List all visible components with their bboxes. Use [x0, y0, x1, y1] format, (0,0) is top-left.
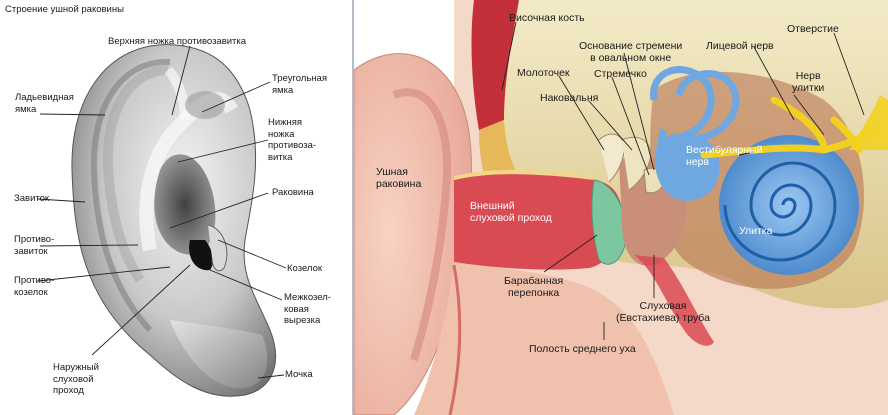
label-antihelix: Противо-завиток	[14, 234, 55, 257]
ear-cross-section-illustration	[354, 0, 888, 415]
auricle-title: Строение ушной раковины	[5, 4, 124, 15]
external-canal-shape	[454, 174, 623, 270]
cochlea-spiral	[723, 161, 837, 262]
auricle-illustration	[37, 44, 287, 397]
label-antitragus: Противо-козелок	[14, 275, 55, 298]
eardrum-shape	[591, 179, 627, 265]
label-middle-ear-cavity: Полость среднего уха	[529, 343, 636, 355]
ear-canal-opening	[189, 240, 213, 271]
label-helix: Завиток	[14, 193, 50, 204]
label-temporal-bone: Височная кость	[509, 12, 585, 24]
incus-shape	[621, 136, 652, 191]
ear-auricle-panel: Строение ушной раковины Верхняя ножка пр…	[0, 0, 352, 415]
leader-lines	[501, 21, 865, 340]
label-tragus: Козелок	[287, 263, 323, 274]
label-lobule: Мочка	[285, 369, 313, 380]
label-intertragic-notch: Межкозел-ковая вырезка	[284, 292, 331, 326]
label-facial-nerve: Лицевой нерв	[706, 40, 774, 52]
label-stapes: Стремечко	[594, 68, 647, 80]
label-incus: Наковальня	[540, 92, 599, 104]
label-opening: Отверстие	[787, 23, 839, 35]
label-concha: Раковина	[272, 187, 314, 198]
leader-lines	[37, 45, 287, 379]
label-malleus: Молоточек	[517, 67, 570, 79]
label-eustachian-tube: Слуховая(Евстахиева) труба	[616, 300, 710, 324]
label-upper-antihelix-crus: Верхняя ножка противозавитка	[108, 36, 247, 47]
concha-shape	[154, 154, 216, 255]
label-cochlea: Улитка	[739, 225, 773, 237]
panel-divider	[352, 0, 354, 415]
